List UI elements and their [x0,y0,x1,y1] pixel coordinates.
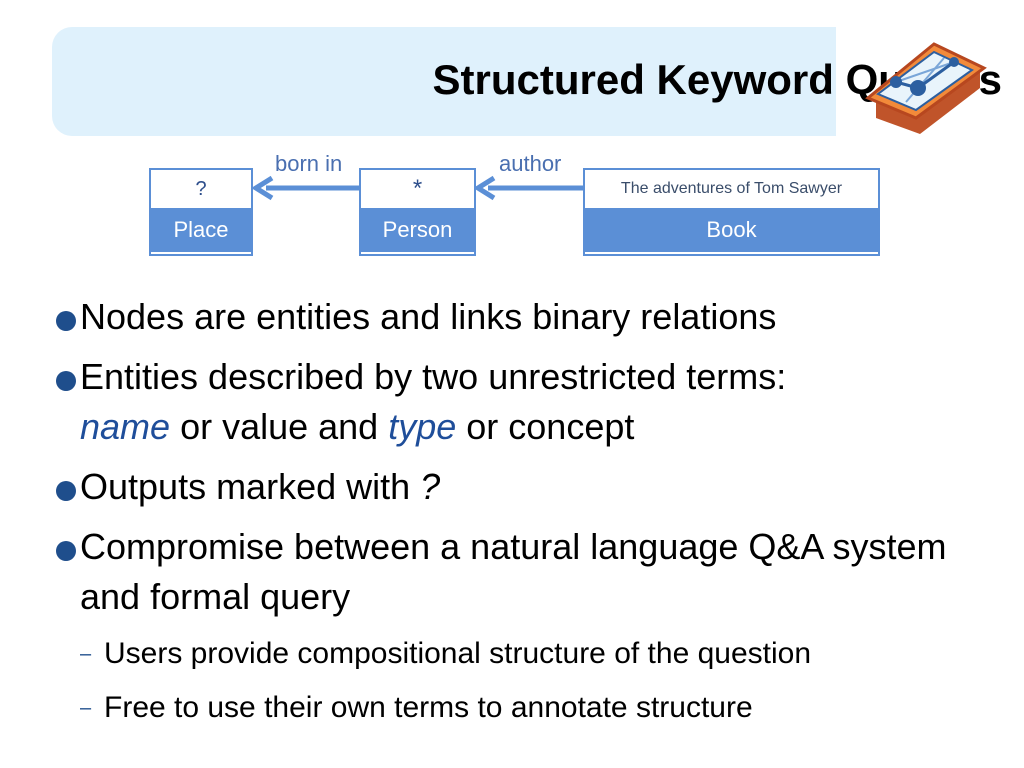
bullet-text: Outputs marked with [80,466,421,507]
edge-label-born-in: born in [275,151,343,176]
emphasis-name: name [80,406,171,447]
bullet-item: Nodes are entities and links binary rela… [56,292,996,342]
bullet-item: Compromise between a natural language Q&… [56,522,996,622]
bullet-item: Entities described by two unrestricted t… [56,352,996,452]
query-diagram-edges [251,175,584,201]
dash-icon: – [80,697,92,719]
sub-bullet-text: Free to use their own terms to annotate … [104,691,753,724]
bullet-text: Nodes are entities and links binary rela… [80,296,777,337]
node-person-type: Person [361,208,474,252]
node-book-type: Book [585,208,878,252]
bullet-dot-icon [56,541,76,561]
bullet-list: Nodes are entities and links binary rela… [56,292,996,740]
output-symbol: ? [420,466,441,507]
node-book-value: The adventures of Tom Sawyer [585,170,878,208]
node-place-type: Place [151,208,251,252]
sub-bullet-item: – Users provide compositional structure … [56,632,996,676]
bullet-dot-icon [56,371,76,391]
node-book: The adventures of Tom Sawyer Book [583,168,880,256]
bullet-text-end: or concept [456,406,635,447]
bullet-item: Outputs marked with ? [56,462,996,512]
sub-bullet-text: Users provide compositional structure of… [104,637,812,670]
node-place: ? Place [149,168,253,256]
bullet-dot-icon [56,311,76,331]
bullet-dot-icon [56,481,76,501]
node-person-value: * [361,170,474,208]
bullet-text-mid: or value and [170,406,389,447]
bullet-text-line1: Entities described by two unrestricted t… [80,356,787,397]
title-bar [52,27,836,136]
bullet-text: Compromise between a natural language Q&… [80,526,947,617]
emphasis-type: type [388,406,457,447]
node-place-value: ? [151,170,251,208]
edge-label-author: author [499,151,562,176]
sub-bullet-item: – Free to use their own terms to annotat… [56,686,996,730]
graph-logo-icon [865,42,987,134]
node-person: * Person [359,168,476,256]
dash-icon: – [80,643,92,665]
